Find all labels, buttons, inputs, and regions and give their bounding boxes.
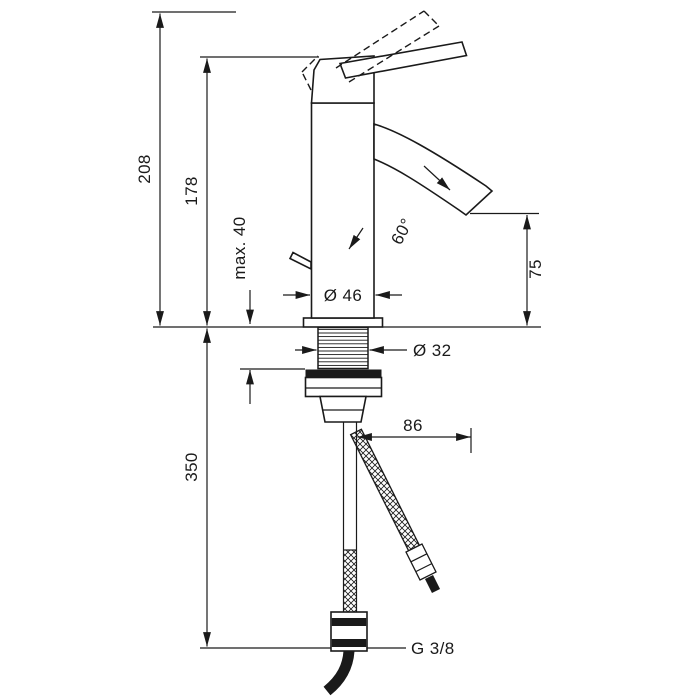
dimension-max-mounting-depth: max. 40 xyxy=(230,216,305,404)
threaded-shank xyxy=(317,326,369,370)
dimension-body-height: 178 xyxy=(182,56,319,326)
bottom-connector xyxy=(330,611,368,652)
flow-arrow xyxy=(423,165,451,191)
dimensions: 208 178 max. 40 350 75 Ø 46 xyxy=(135,11,545,658)
dimension-spout-height: 75 xyxy=(470,212,545,326)
angled-hose xyxy=(349,428,421,552)
dimension-body-diameter: Ø 46 xyxy=(283,286,402,305)
dimension-connection-thread: G 3/8 xyxy=(367,639,455,658)
dimension-overall-height: 208 xyxy=(135,11,236,326)
angled-hose-tip xyxy=(424,574,441,594)
dimension-shank-diameter: Ø 32 xyxy=(295,341,451,360)
lever-raised-dashed xyxy=(301,10,440,91)
lever-handle xyxy=(338,41,468,79)
dimension-spout-angle: 60° xyxy=(387,215,416,248)
spout xyxy=(373,122,494,217)
label-overall-height: 208 xyxy=(135,154,154,184)
base-plate xyxy=(302,317,384,328)
pop-up-rod-knob xyxy=(288,251,312,271)
mounting-hardware xyxy=(153,326,541,423)
label-body-diameter: Ø 46 xyxy=(324,286,362,305)
fastening-nut xyxy=(304,376,383,398)
label-shank-diameter: Ø 32 xyxy=(413,341,451,360)
dimension-hose-length: 350 xyxy=(182,328,331,649)
faucet-body xyxy=(310,102,375,319)
sealing-washer xyxy=(305,369,382,378)
body-pointer-arrow xyxy=(348,227,364,250)
supply-hoses xyxy=(323,422,441,696)
label-spout-angle: 60° xyxy=(387,215,416,248)
straight-hose-braid xyxy=(343,550,357,612)
hose-end-curve xyxy=(323,650,355,696)
label-hose-length: 350 xyxy=(182,452,201,482)
label-connection-thread: G 3/8 xyxy=(411,639,455,658)
label-max-mounting-depth: max. 40 xyxy=(230,216,249,279)
faucet xyxy=(288,10,494,328)
label-body-height: 178 xyxy=(182,176,201,206)
angled-hose-fitting xyxy=(405,543,437,581)
fastening-nut-lower xyxy=(319,395,367,423)
label-hose-reach: 86 xyxy=(403,416,423,435)
dimension-hose-reach: 86 xyxy=(357,416,472,453)
label-spout-height: 75 xyxy=(526,259,545,279)
